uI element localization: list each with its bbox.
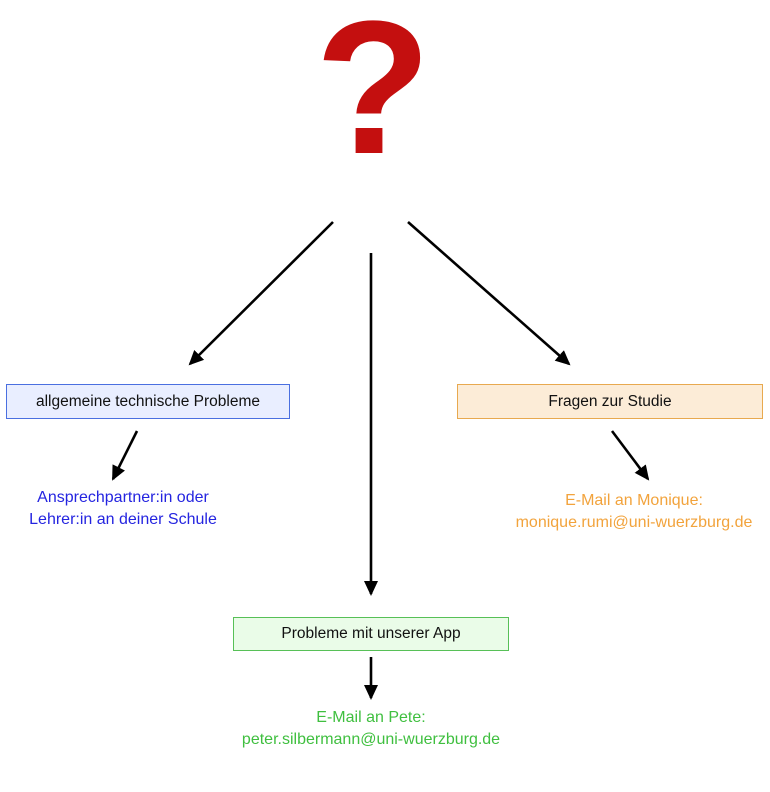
contact-study-line1: E-Mail an Monique: xyxy=(565,492,703,509)
contact-app-email: peter.silbermann@uni-wuerzburg.de xyxy=(241,731,501,748)
box-technical-label: allgemeine technische Probleme xyxy=(35,392,261,410)
arrow-to-technical-box xyxy=(188,221,334,366)
box-app-label: Probleme mit unserer App xyxy=(281,625,461,642)
contact-technical-line1: Ansprechpartner:in oder xyxy=(37,489,209,506)
question-mark: ? xyxy=(314,0,432,194)
arrow-technical-to-contact xyxy=(111,430,139,481)
contact-study-email: monique.rumi@uni-wuerzburg.de xyxy=(515,514,753,531)
contact-study: E-Mail an Monique: monique.rumi@uni-wuer… xyxy=(498,490,770,534)
contact-technical-line2: Lehrer:in an deiner Schule xyxy=(29,511,217,528)
contact-technical: Ansprechpartner:in oder Lehrer:in an dei… xyxy=(4,487,242,531)
contact-app: E-Mail an Pete: peter.silbermann@uni-wue… xyxy=(221,707,521,751)
arrow-to-study-box xyxy=(407,221,571,366)
box-app-problems: Probleme mit unserer App xyxy=(233,617,509,651)
contact-app-line1: E-Mail an Pete: xyxy=(316,709,426,726)
box-study-label: Fragen zur Studie xyxy=(548,392,672,410)
box-study-questions: Fragen zur Studie xyxy=(457,384,763,419)
box-technical-problems: allgemeine technische Probleme xyxy=(6,384,290,419)
arrow-study-to-contact xyxy=(610,430,650,481)
